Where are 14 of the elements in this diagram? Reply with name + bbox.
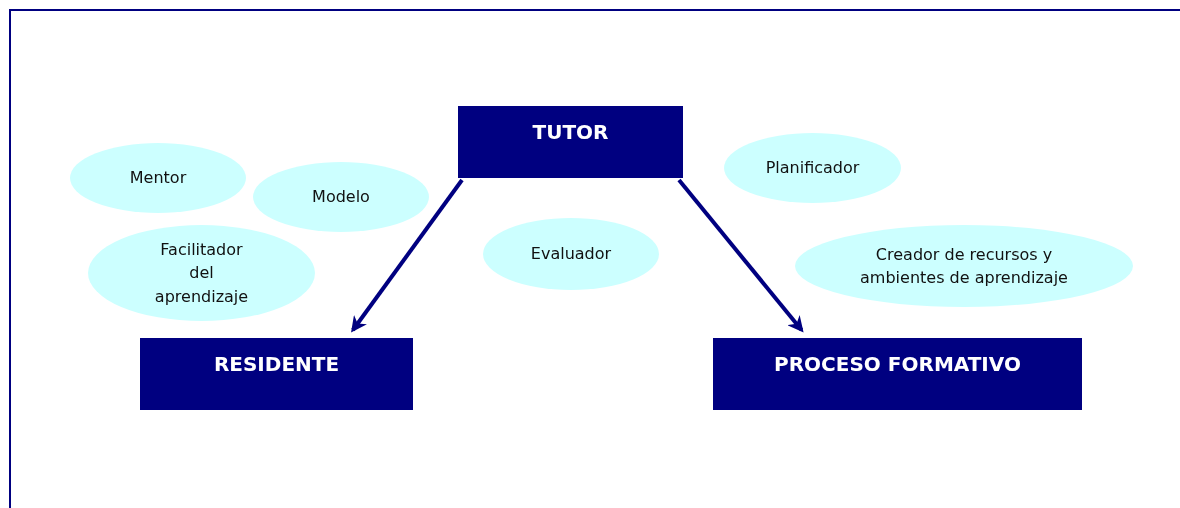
role-label: Creador de recursos y ambientes de aprendizaje [859,243,1069,289]
role-label: Modelo [312,186,370,209]
role-label: Evaluador [530,243,612,266]
role-label: Mentor [129,167,187,190]
arrow [351,178,464,333]
title-box [713,338,1082,410]
role-label: Planificador [765,157,860,180]
arrow [677,178,804,333]
box-title: RESIDENTE [213,352,340,376]
title-box [458,106,683,178]
box-title: TUTOR [532,120,609,144]
box-title: PROCESO FORMATIVO [774,352,1021,376]
role-label: Facilitador del aprendizaje [153,239,250,308]
title-box [140,338,413,410]
